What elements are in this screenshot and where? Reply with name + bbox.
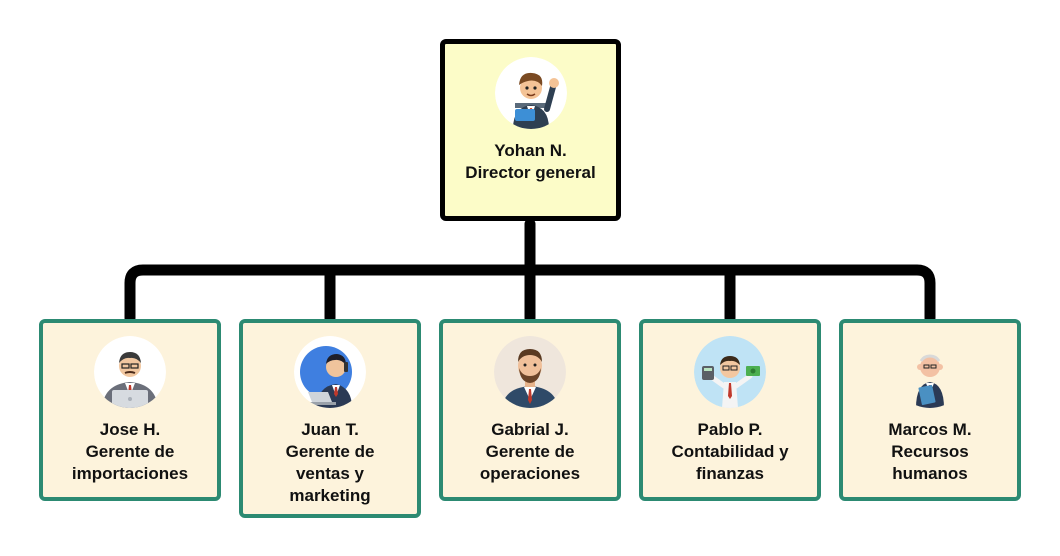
imports-role-line-1: Gerente de bbox=[85, 442, 175, 461]
human-resources-role-line-2: humanos bbox=[892, 464, 968, 483]
accounting-finance-name: Pablo P. bbox=[697, 420, 763, 439]
accounting-finance-label: Pablo P. Contabilidad y finanzas bbox=[671, 419, 788, 485]
sales-marketing-name: Juan T. bbox=[301, 420, 359, 439]
org-node-human-resources: Marcos M. Recursos humanos bbox=[839, 319, 1021, 501]
accounting-finance-role-line-1: Contabilidad y bbox=[671, 442, 789, 461]
sales-marketing-role-line-2: ventas y bbox=[295, 464, 365, 483]
waving-manager-icon bbox=[494, 57, 567, 129]
phone-laptop-man-icon bbox=[294, 336, 366, 408]
bearded-man-icon bbox=[494, 336, 566, 408]
org-node-operations: Gabrial J. Gerente de operaciones bbox=[439, 319, 621, 501]
accounting-finance-role-line-2: finanzas bbox=[695, 464, 765, 483]
human-resources-name: Marcos M. bbox=[888, 420, 972, 439]
imports-label: Jose H. Gerente de importaciones bbox=[72, 419, 188, 485]
operations-name: Gabrial J. bbox=[491, 420, 569, 439]
operations-role-line-1: Gerente de bbox=[485, 442, 575, 461]
director-name: Yohan N. bbox=[494, 141, 567, 160]
human-resources-label: Marcos M. Recursos humanos bbox=[888, 419, 971, 485]
org-node-imports: Jose H. Gerente de importaciones bbox=[39, 319, 221, 501]
sales-marketing-role-line-3: marketing bbox=[289, 486, 371, 505]
org-node-director: Yohan N. Director general bbox=[440, 39, 621, 221]
org-node-accounting-finance: Pablo P. Contabilidad y finanzas bbox=[639, 319, 821, 501]
imports-role-line-2: importaciones bbox=[71, 464, 189, 483]
operations-role-line-2: operaciones bbox=[479, 464, 581, 483]
director-role: Director general bbox=[465, 163, 596, 182]
sales-marketing-role-line-1: Gerente de bbox=[285, 442, 375, 461]
calculator-money-man-icon bbox=[694, 336, 766, 408]
laptop-businessman-icon bbox=[94, 336, 166, 408]
operations-label: Gabrial J. Gerente de operaciones bbox=[480, 419, 580, 485]
imports-name: Jose H. bbox=[99, 420, 161, 439]
org-node-sales-marketing: Juan T. Gerente de ventas y marketing bbox=[239, 319, 421, 518]
director-label: Yohan N. Director general bbox=[465, 140, 595, 184]
clipboard-man-icon bbox=[894, 336, 966, 408]
sales-marketing-label: Juan T. Gerente de ventas y marketing bbox=[286, 419, 375, 507]
human-resources-role-line-1: Recursos bbox=[891, 442, 969, 461]
